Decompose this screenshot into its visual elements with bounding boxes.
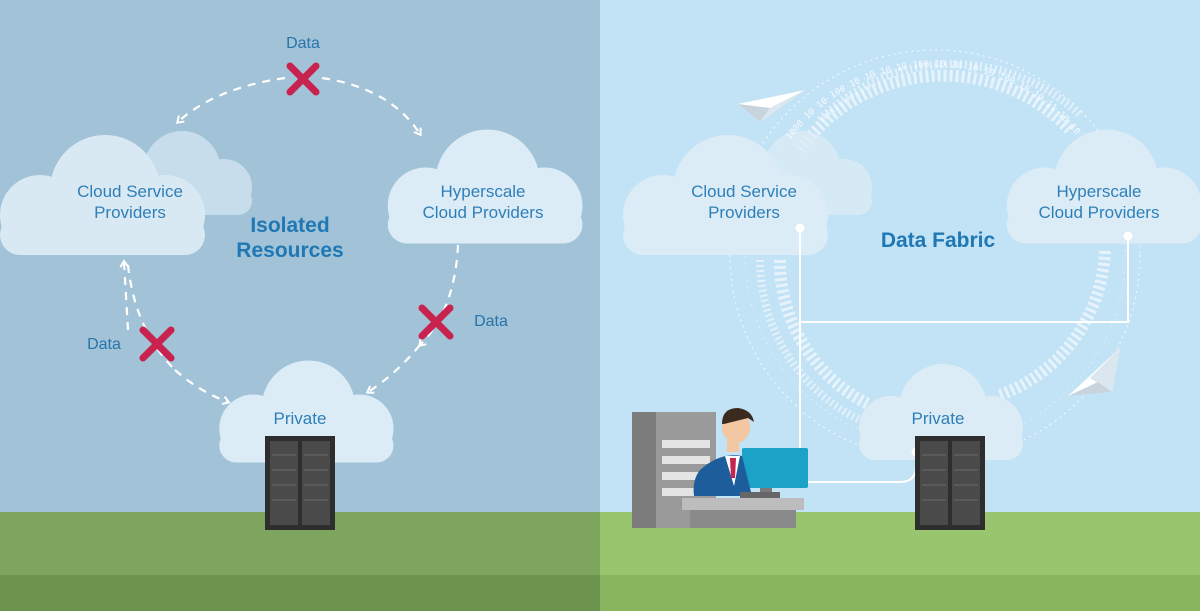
data-fabric-rings [729, 49, 1141, 461]
cloud-service-label-line1: Cloud Service [691, 182, 797, 201]
blocked-cross-icon-top [286, 62, 320, 96]
cloud-service-label-line2: Providers [94, 203, 166, 222]
data-label-right: Data [474, 313, 508, 330]
server-rack-icon-left [265, 436, 335, 530]
data-label-left: Data [87, 336, 121, 353]
title-line2: Resources [236, 239, 344, 262]
data-fabric-title: Data Fabric [880, 229, 996, 252]
hyperscale-label-left: Hyperscale Cloud Providers [398, 181, 568, 223]
hyperscale-label-right: Hyperscale Cloud Providers [1014, 181, 1184, 223]
hyperscale-label-line1: Hyperscale [440, 182, 526, 201]
data-label-top: Data [286, 35, 320, 52]
isolated-resources-title: Isolated Resources [215, 213, 365, 263]
person-at-desk-icon [682, 408, 808, 528]
hyperscale-label-line2: Cloud Providers [1038, 203, 1160, 222]
blocked-cross-icon-right [418, 304, 454, 340]
blocked-cross-icon-left [139, 326, 175, 362]
title-line1: Isolated [250, 214, 330, 237]
paper-plane-icon-top [738, 90, 805, 122]
dashed-arrows-left [119, 76, 460, 406]
cloud-service-label-left: Cloud Service Providers [50, 181, 210, 223]
hyperscale-label-line2: Cloud Providers [422, 203, 544, 222]
private-label-right: Private [911, 409, 965, 428]
cloud-service-label-line2: Providers [708, 203, 780, 222]
server-rack-icon-right [915, 436, 985, 530]
cloud-service-label-right: Cloud Service Providers [664, 181, 824, 223]
cloud-service-label-line1: Cloud Service [77, 182, 183, 201]
private-label-left: Private [273, 409, 327, 428]
hyperscale-label-line1: Hyperscale [1056, 182, 1142, 201]
paper-plane-icon-bottom [1068, 348, 1120, 396]
